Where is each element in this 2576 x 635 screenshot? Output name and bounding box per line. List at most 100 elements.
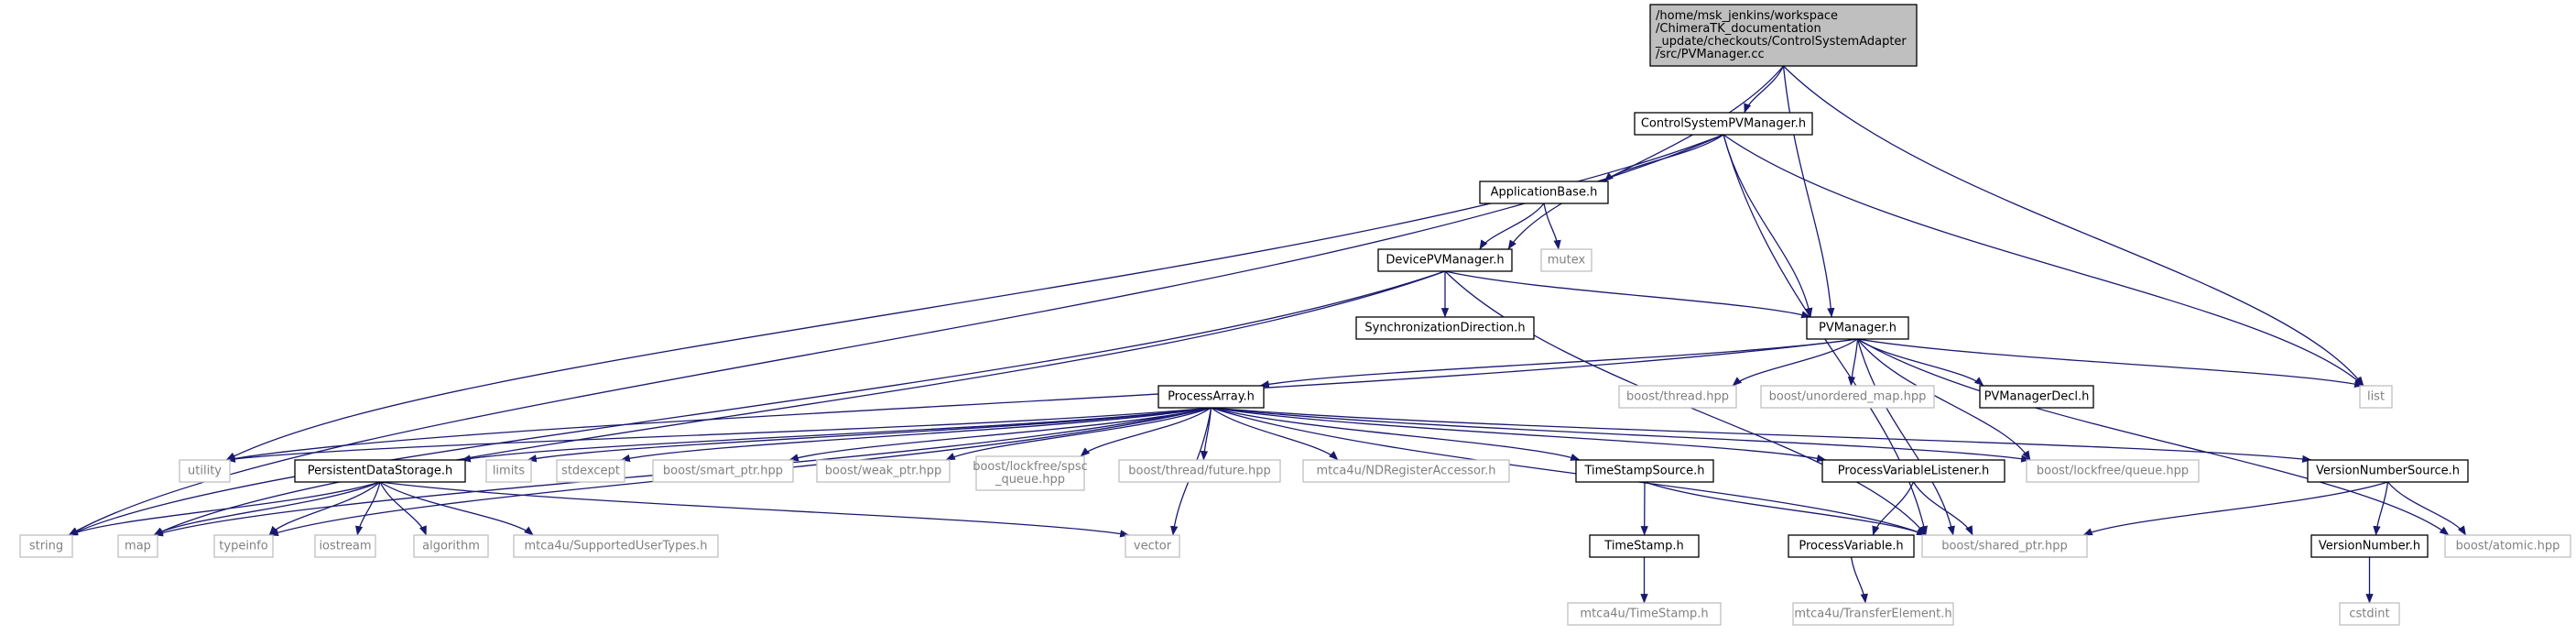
edge-devpvm-to-pvm [1444,270,1811,319]
node-box [1792,602,1954,626]
edge-devpvm-to-map [153,270,1446,536]
node-box [1649,4,1918,67]
edge-pvm-to-bthread [1732,338,1858,387]
edge-pvm-to-batomic [1857,338,2450,536]
node-box [1302,459,1510,483]
node-box [1377,248,1513,272]
edge-pds-to-vector [379,481,1130,538]
node-label: /src/PVManager.cc [1656,48,1765,61]
node-box [652,459,794,483]
edge-root-to-list [1783,65,2364,387]
node-box [294,459,466,483]
node-batomic: boost/atomic.hpp [2444,534,2571,558]
node-tss[interactable]: TimeStampSource.h [1575,459,1714,483]
node-root[interactable]: /home/msk_jenkins/workspace/ChimeraTK_do… [1649,4,1918,67]
node-ts[interactable]: TimeStamp.h [1589,534,1700,558]
node-label: cstdint [2349,608,2389,621]
edge-pv-to-mte [1850,556,1868,604]
node-label: stdexcept [561,465,620,478]
node-box [1921,534,2088,558]
edge-pds-to-sut [379,481,534,536]
node-parray[interactable]: ProcessArray.h [1158,385,1265,409]
edge-pds-to-typeinfo [268,481,381,536]
node-box [2307,459,2469,483]
node-label: ProcessVariableListener.h [1838,465,1989,478]
node-box [1540,248,1592,272]
node-pvmdecl[interactable]: PVManagerDecl.h [1979,385,2094,409]
edge-pvm-to-bumap [1847,338,1859,387]
node-algorithm: algorithm [413,534,489,558]
edge-parray-to-bspsc [1080,407,1212,457]
edge-root-to-cspvm [1744,65,1785,114]
node-box [816,459,951,483]
node-appbase[interactable]: ApplicationBase.h [1479,181,1609,204]
node-label: PVManager.h [1819,322,1897,335]
edge-parray-to-map [153,407,1212,537]
node-box [1788,534,1915,558]
node-label: list [2367,390,2385,404]
node-label: TimeStamp.h [1603,540,1683,553]
edge-parray-to-stdexcept [620,407,1212,463]
node-label: SynchronizationDirection.h [1364,322,1525,335]
node-label: mtca4u/SupportedUserTypes.h [524,540,707,553]
node-mte: mtca4u/TransferElement.h [1792,602,1954,626]
node-label: PersistentDataStorage.h [308,465,453,478]
node-box [1806,316,1909,340]
node-label: VersionNumber.h [2319,540,2420,553]
node-box [1979,385,2094,409]
node-box [1125,534,1180,558]
node-label: boost/smart_ptr.hpp [663,465,783,478]
node-vns[interactable]: VersionNumberSource.h [2307,459,2469,483]
node-box [2026,459,2200,483]
node-box [2310,534,2429,558]
edge-parray-to-vns [1211,407,2312,464]
edge-root-to-pvm [1782,65,1835,318]
edges-layer [68,65,2467,604]
node-bthread: boost/thread.hpp [1618,385,1737,409]
node-string: string [19,534,73,558]
node-label: ApplicationBase.h [1491,186,1598,200]
edge-tss-to-bshared [1644,481,1927,536]
node-label: map [125,540,151,553]
node-devpvm[interactable]: DevicePVManager.h [1377,248,1513,272]
node-box [1479,181,1609,204]
edge-appbase-to-devpvm [1479,203,1545,250]
node-list: list [2359,385,2393,409]
node-bweak: boost/weak_ptr.hpp [816,459,951,483]
node-label: limits [493,465,526,478]
edge-pds-to-string [68,481,381,536]
edge-pds-to-iostream [354,481,381,536]
node-box [179,459,231,483]
node-box [1118,459,1281,483]
node-cspvm[interactable]: ControlSystemPVManager.h [1634,112,1813,136]
node-label: boost/weak_ptr.hpp [825,465,941,478]
edge-pvm-to-pvmdecl [1857,338,1984,387]
node-pvm[interactable]: PVManager.h [1806,316,1909,340]
node-iostream: iostream [314,534,376,558]
node-mts: mtca4u/TimeStamp.h [1567,602,1722,626]
node-vn[interactable]: VersionNumber.h [2310,534,2429,558]
node-bqueue: boost/lockfree/queue.hpp [2026,459,2200,483]
node-box [1575,459,1714,483]
node-label: _update/checkouts/ControlSystemAdapter [1655,35,1907,49]
node-syncdir[interactable]: SynchronizationDirection.h [1355,316,1535,340]
edge-parray-to-ndreg [1211,407,1339,461]
node-label: mtca4u/TransferElement.h [1794,608,1951,621]
node-sut: mtca4u/SupportedUserTypes.h [513,534,719,558]
node-label: /ChimeraTK_documentation [1656,22,1821,36]
node-label: /home/msk_jenkins/workspace [1656,9,1838,23]
node-pv[interactable]: ProcessVariable.h [1788,534,1915,558]
node-typeinfo: typeinfo [213,534,274,558]
node-pvl[interactable]: ProcessVariableListener.h [1821,459,2005,483]
node-label: DevicePVManager.h [1386,254,1504,268]
edge-parray-to-bsmart [788,407,1212,462]
node-box [1618,385,1737,409]
node-utility: utility [179,459,231,483]
node-label: utility [188,465,222,478]
node-cstdint: cstdint [2339,602,2400,626]
edge-parray-to-pds [461,407,1212,463]
node-box [413,534,489,558]
edge-devpvm-to-string [68,270,1446,536]
node-pds[interactable]: PersistentDataStorage.h [294,459,466,483]
